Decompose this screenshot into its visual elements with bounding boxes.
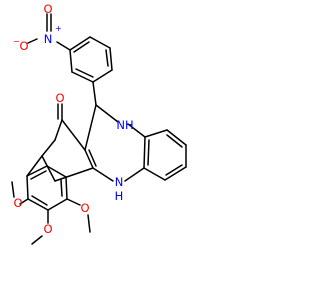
bond-alkene-ch [84, 104, 97, 151]
diazepine-ring [84, 104, 146, 182]
nitro-o-double-label: O [43, 2, 52, 16]
bond [47, 198, 68, 211]
bond-inner [73, 41, 90, 53]
ome-1-o-label: O [13, 196, 22, 210]
bond-ome1-me [11, 181, 15, 198]
bond-ome3-o [66, 198, 81, 206]
bond-inner [60, 179, 63, 197]
bond-o-n [27, 38, 38, 44]
bond-inner [31, 195, 48, 206]
bond-ch-aryl2 [26, 155, 43, 177]
bond-ch2-enamine [54, 167, 94, 182]
bond-benzo-nh [124, 167, 145, 182]
bond [144, 129, 168, 138]
bond-carbonyl-ch2 [54, 119, 63, 141]
bond-ch2-ch [41, 139, 56, 157]
nh-bottom-n-label: N [115, 175, 124, 189]
structure-svg: O − N + O O NH N H O O O [11, 2, 187, 245]
bond [164, 166, 187, 181]
bond-inner [105, 49, 109, 67]
bond [109, 47, 113, 71]
bond [143, 167, 166, 181]
bond-ome2-me [31, 235, 43, 245]
nh-bottom-h-label: H [115, 189, 124, 203]
ome-2-o-label: O [43, 222, 52, 236]
bond-ome1-o [19, 198, 29, 205]
bond [26, 175, 29, 200]
bond [71, 71, 94, 83]
bond [27, 198, 49, 211]
bond-benzo-fusion [143, 136, 146, 169]
nitro-n-label: N [44, 32, 53, 46]
bond [69, 49, 73, 73]
nitro-n-charge-label: + [55, 24, 62, 33]
bond-ch-nh [95, 104, 119, 123]
ome-3-o-label: O [80, 201, 89, 215]
benzo-ring [143, 129, 187, 181]
bond [46, 165, 67, 178]
bond-inner [30, 170, 47, 180]
bond-inner [165, 164, 183, 176]
ketone-o-label: O [55, 91, 64, 105]
nitro-group [27, 13, 71, 51]
bond-n-ring [56, 41, 71, 51]
bond [89, 36, 111, 49]
bond [69, 36, 91, 51]
bond [26, 165, 48, 177]
bond-inner [147, 139, 150, 166]
bond-nh-enamine [92, 167, 114, 182]
nh-top-label: NH [116, 118, 133, 132]
bond-enamine-alkene [84, 149, 94, 169]
bond-ome3-me [87, 214, 91, 233]
bond-alkene-carbonyl [61, 119, 86, 151]
bond-nh-benzo [127, 123, 146, 138]
cyclohexenone-ring [41, 119, 97, 182]
nitro-o-minus-label: O [19, 39, 28, 53]
bond [92, 69, 113, 83]
bond-ch-ch2 [41, 155, 56, 182]
nitro-o-charge-label: − [13, 37, 20, 46]
nitrophenyl-ring [69, 36, 113, 83]
trimethoxyphenyl-ring [26, 165, 68, 211]
bond-alkene-double [88, 149, 97, 167]
bond-inner [75, 68, 94, 78]
bond-aryl-ch [92, 81, 97, 106]
bond [166, 129, 187, 146]
bond-inner [166, 134, 183, 148]
bond [65, 176, 68, 200]
atom-labels: O − N + O O NH N H O O O [13, 2, 134, 236]
molecule-diagram: O − N + O O NH N H O O O [11, 2, 187, 245]
